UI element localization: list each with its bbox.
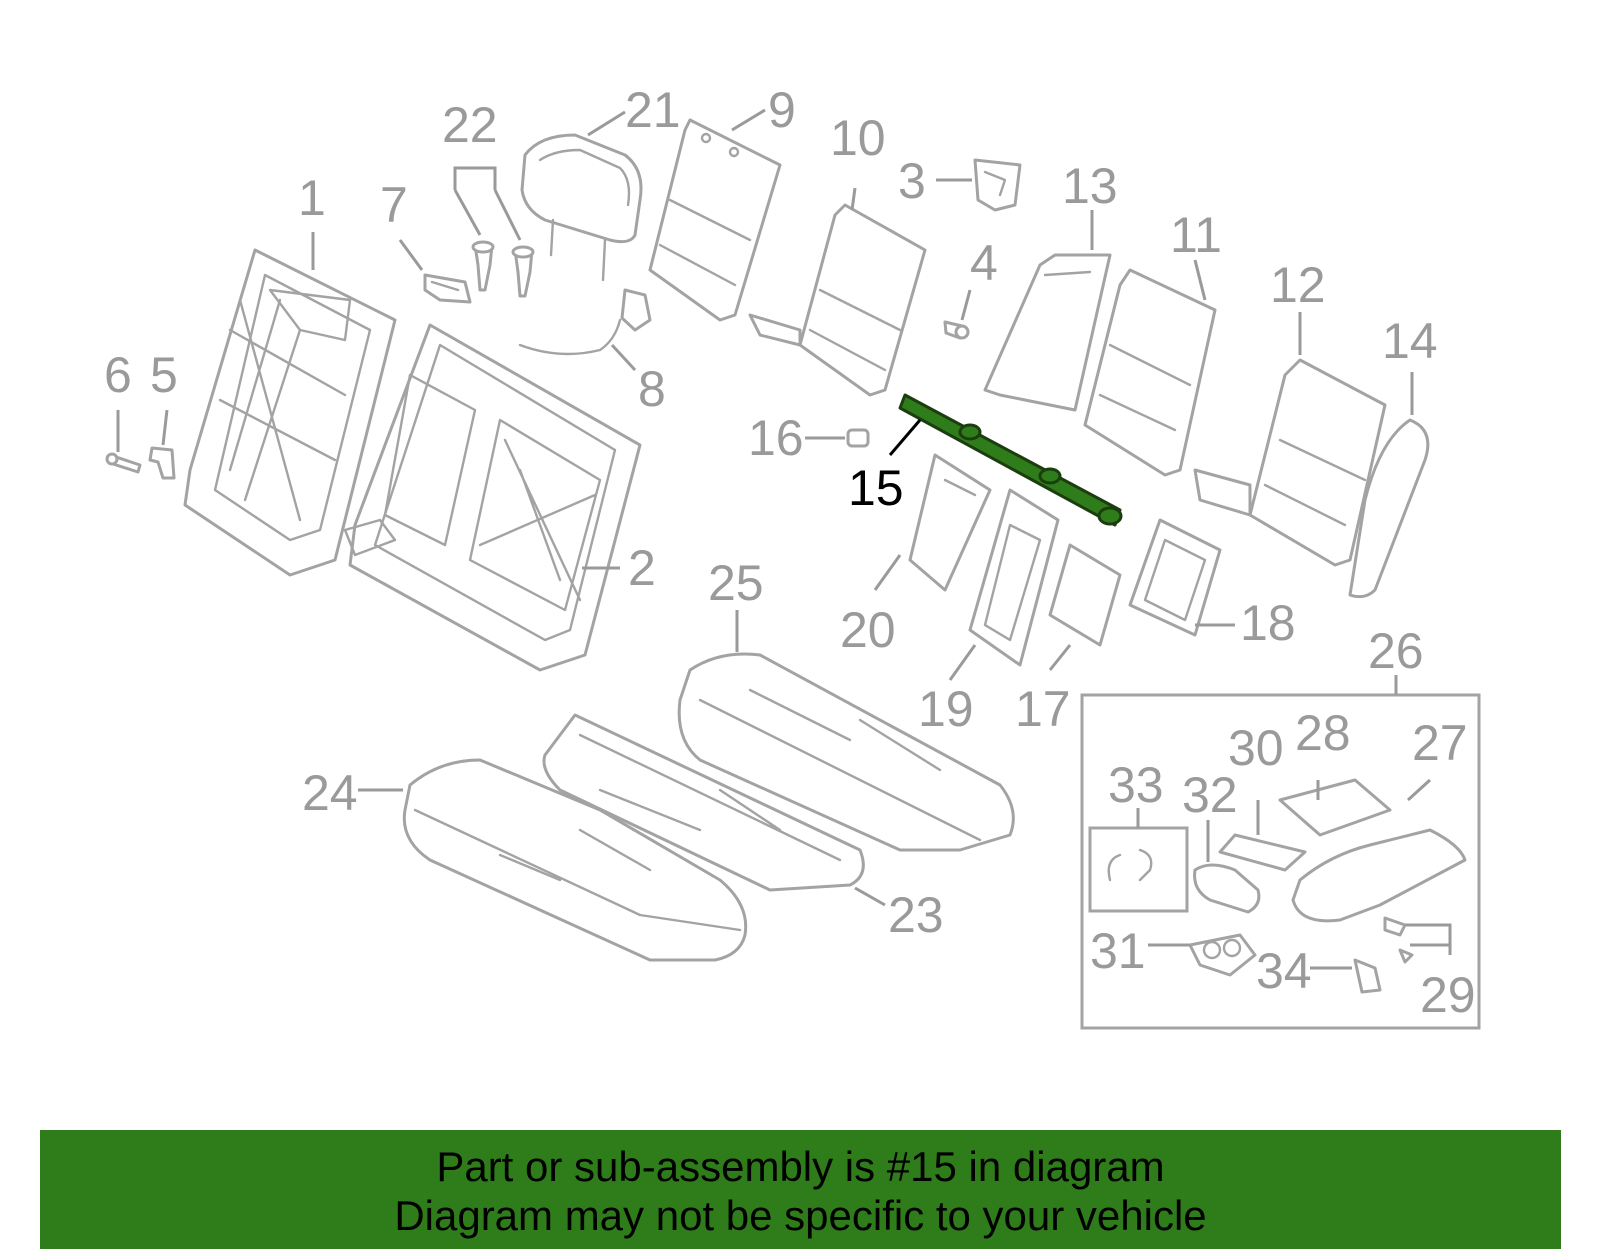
callout-10: 10 (830, 110, 886, 166)
part-18-frame (1128, 518, 1222, 637)
part-11-cover (1083, 268, 1217, 477)
part-5-bracket (148, 446, 176, 480)
part-13-pad (983, 253, 1112, 412)
callout-26: 26 (1368, 623, 1424, 679)
part-1-seatback-frame (183, 248, 397, 577)
callout-21: 21 (625, 82, 681, 138)
callout-13: 13 (1062, 158, 1118, 214)
part-23-cushion-frame (542, 713, 865, 892)
callout-12: 12 (1270, 257, 1326, 313)
part-10-pad (748, 203, 927, 397)
callout-33: 33 (1108, 757, 1164, 813)
callout-2: 2 (628, 540, 656, 596)
part-17-cover (1048, 543, 1122, 647)
callout-3: 3 (898, 153, 926, 209)
part-24-cushion-cover (402, 758, 748, 962)
callout-9: 9 (768, 82, 796, 138)
part-2-seatback-frame (343, 323, 642, 672)
banner-line-part-info: Part or sub-assembly is #15 in diagram (436, 1143, 1165, 1190)
part-14-bolster (1348, 418, 1430, 599)
part-4-bolt (943, 320, 970, 340)
info-banner: Part or sub-assembly is #15 in diagram D… (40, 1130, 1561, 1249)
callout-5: 5 (150, 347, 178, 403)
part-8-latch-cable (518, 288, 652, 356)
callout-11: 11 (1170, 207, 1222, 263)
part-12-cover (1193, 358, 1387, 567)
callout-22: 22 (442, 97, 498, 153)
callout-8: 8 (638, 361, 666, 417)
callout-15-highlighted: 15 (848, 460, 904, 516)
callout-23: 23 (888, 887, 944, 943)
callout-28: 28 (1295, 705, 1351, 761)
part-16-bushing (846, 428, 870, 448)
part-3-hinge (973, 158, 1022, 212)
banner-line-disclaimer: Diagram may not be specific to your vehi… (394, 1192, 1207, 1239)
part-25-cushion-pad (677, 652, 1015, 852)
part-21-headrest (520, 133, 643, 282)
callout-34: 34 (1256, 943, 1312, 999)
callout-18: 18 (1240, 595, 1296, 651)
callout-27: 27 (1412, 715, 1468, 771)
part-22-guides (471, 240, 535, 298)
part-9-cover (648, 118, 782, 322)
leader-lines (116, 108, 1452, 970)
callout-labels: 1 2 3 4 5 6 7 8 9 10 11 12 13 14 15 16 1… (104, 82, 1476, 1023)
callout-31: 31 (1090, 923, 1146, 979)
callout-1: 1 (298, 170, 326, 226)
callout-6: 6 (104, 347, 132, 403)
callout-25: 25 (708, 555, 764, 611)
callout-32: 32 (1182, 767, 1238, 823)
callout-4: 4 (970, 235, 998, 291)
callout-30: 30 (1228, 720, 1284, 776)
callout-16: 16 (748, 410, 804, 466)
callout-19: 19 (918, 681, 974, 737)
callout-24: 24 (302, 765, 358, 821)
part-19-panel (968, 488, 1060, 667)
callout-17: 17 (1015, 681, 1071, 737)
part-7-clip (423, 273, 472, 304)
part-15-rod-highlighted (898, 393, 1123, 527)
callout-20: 20 (840, 602, 896, 658)
inset-26-armrest-kit (1080, 693, 1481, 1030)
part-6-bolt (105, 452, 142, 474)
callout-7: 7 (380, 177, 408, 233)
callout-14: 14 (1382, 313, 1438, 369)
callout-29: 29 (1420, 967, 1476, 1023)
part-20-panel (908, 453, 992, 592)
